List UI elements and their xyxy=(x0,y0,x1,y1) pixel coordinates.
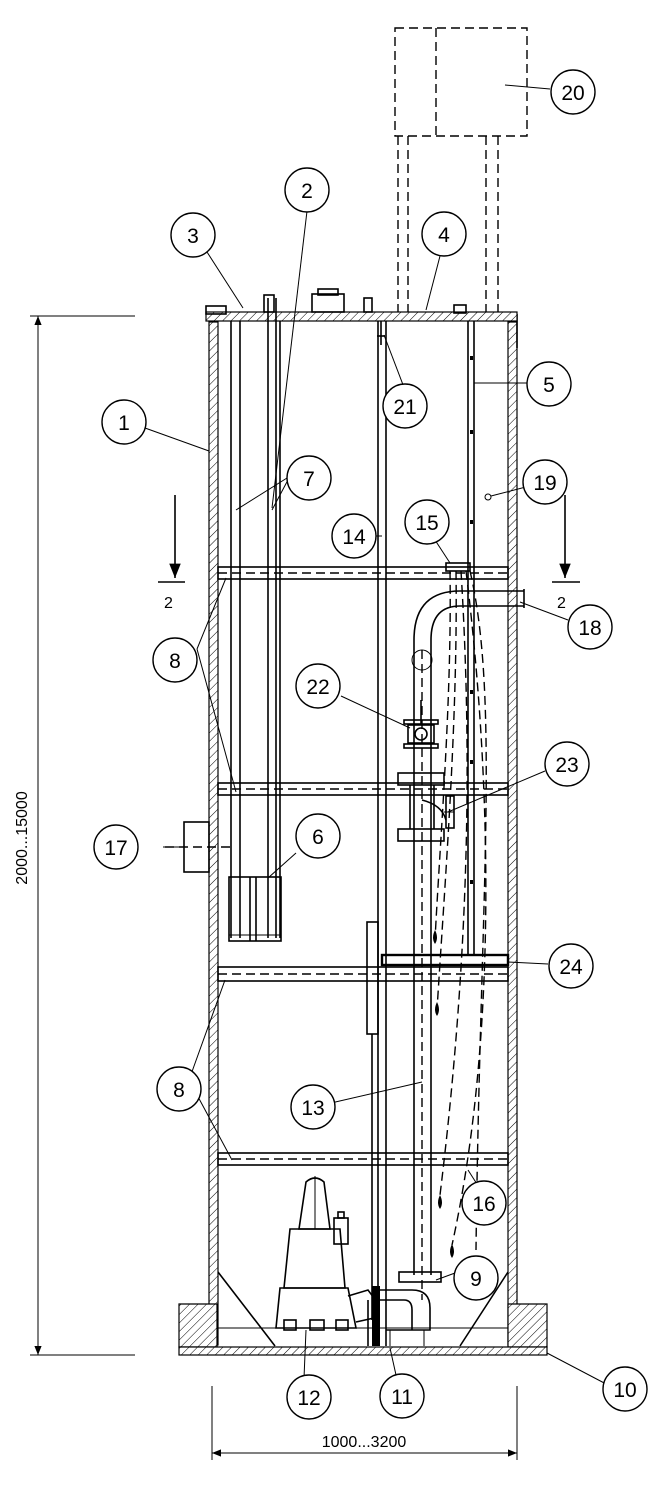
float-switches xyxy=(433,930,454,1258)
callout-number: 11 xyxy=(391,1386,413,1409)
callout-15: 15 xyxy=(404,499,450,545)
callout-17: 17 xyxy=(93,824,139,870)
width-dimension: 1000...3200 xyxy=(211,1386,518,1460)
callout-14: 14 xyxy=(331,513,377,559)
callout-number: 23 xyxy=(555,754,578,777)
callout-16: 16 xyxy=(461,1180,507,1226)
callout-6: 6 xyxy=(295,813,341,859)
section-label-right: 2 xyxy=(557,595,566,612)
callout-5: 5 xyxy=(526,361,572,407)
callout-8-lower: 8 xyxy=(156,1066,202,1112)
callout-number: 4 xyxy=(438,224,450,247)
callout-21: 21 xyxy=(382,383,428,429)
leader-lines xyxy=(144,84,609,1386)
callout-2: 2 xyxy=(284,167,330,213)
callout-number: 12 xyxy=(297,1387,320,1410)
callout-22: 22 xyxy=(295,663,341,709)
callout-number: 18 xyxy=(578,617,601,640)
callout-number: 22 xyxy=(306,676,329,699)
callout-3: 3 xyxy=(170,212,216,258)
callout-19: 19 xyxy=(522,459,568,505)
callout-number: 20 xyxy=(561,82,584,105)
gate-valve xyxy=(403,700,439,749)
callout-number: 5 xyxy=(543,374,555,397)
callout-9: 9 xyxy=(453,1255,499,1301)
callout-number: 19 xyxy=(533,472,556,495)
callout-number: 17 xyxy=(104,837,127,860)
section-mark-left: 2 xyxy=(158,495,185,612)
guide-rail xyxy=(366,321,387,1346)
height-dimension-label: 2000...15000 xyxy=(14,791,31,885)
callout-number: 15 xyxy=(415,512,438,535)
control-cabinet xyxy=(394,27,528,137)
callout-number: 1 xyxy=(118,412,130,435)
callout-number: 16 xyxy=(472,1193,495,1216)
width-dimension-label: 1000...3200 xyxy=(322,1434,407,1451)
callout-number: 8 xyxy=(169,650,181,673)
callout-number: 8 xyxy=(173,1079,185,1102)
callout-18: 18 xyxy=(567,604,613,650)
callout-4: 4 xyxy=(421,211,467,257)
section-mark-right: 2 xyxy=(552,495,580,612)
callout-number: 13 xyxy=(301,1097,324,1120)
callout-1: 1 xyxy=(101,399,147,445)
screen-basket xyxy=(228,876,282,942)
callout-11: 11 xyxy=(379,1373,425,1419)
submersible-pump xyxy=(275,1176,380,1346)
height-dimension: 2000...15000 xyxy=(14,315,135,1356)
callout-number: 6 xyxy=(312,826,324,849)
ladder xyxy=(230,298,281,938)
level-sensor-tube xyxy=(377,321,492,955)
callout-7: 7 xyxy=(286,455,332,501)
callout-number: 14 xyxy=(342,526,366,549)
callout-number: 10 xyxy=(613,1379,636,1402)
section-label-left: 2 xyxy=(164,595,173,612)
riser-pipe xyxy=(380,589,525,1331)
discharge-pedestal xyxy=(367,1300,425,1346)
callout-20: 20 xyxy=(550,69,596,115)
callout-23: 23 xyxy=(544,741,590,787)
tank-cover xyxy=(205,288,518,322)
callout-13: 13 xyxy=(290,1084,336,1130)
callout-12: 12 xyxy=(286,1374,332,1420)
float-switch-cables xyxy=(434,562,487,1251)
base-plate xyxy=(178,1271,548,1356)
callout-number: 3 xyxy=(187,225,199,248)
internal-platforms xyxy=(217,566,510,1166)
callout-10: 10 xyxy=(602,1366,648,1412)
callout-8-upper: 8 xyxy=(152,637,198,683)
callout-number: 2 xyxy=(301,180,313,203)
callout-number: 7 xyxy=(303,468,315,491)
cable-conduits xyxy=(397,136,499,314)
callout-number: 9 xyxy=(470,1268,482,1291)
callout-number: 21 xyxy=(393,396,416,419)
callout-24: 24 xyxy=(548,943,594,989)
callout-number: 24 xyxy=(559,956,583,979)
